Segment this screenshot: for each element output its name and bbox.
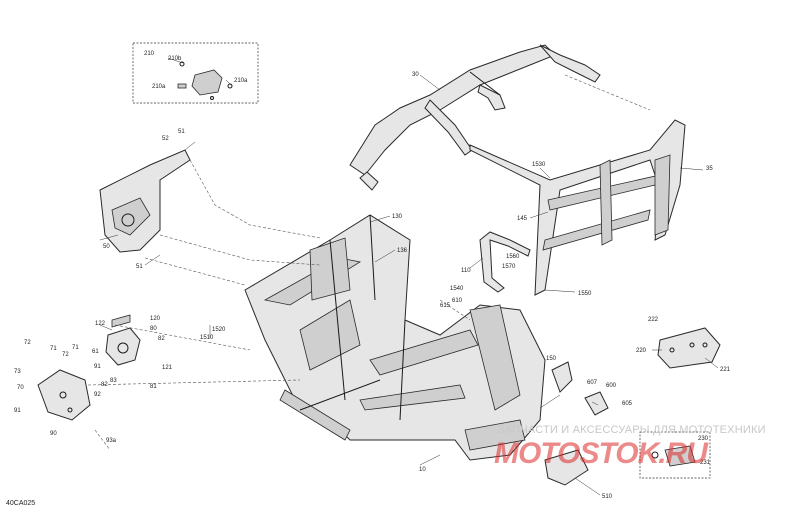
- watermark-text: ЗАПЧАСТИ И АКСЕССУАРЫ ДЛЯ МОТОТЕХНИКИ: [498, 424, 766, 436]
- main-frame-10: [244, 214, 546, 461]
- callout: 72: [24, 340, 31, 346]
- rear-cage-35: [469, 119, 686, 296]
- callout: 1570: [502, 264, 516, 270]
- callout: 93a: [106, 438, 117, 444]
- front-bracket-50: [99, 141, 196, 253]
- callout: 1510: [200, 335, 214, 341]
- callout: 1520: [212, 327, 226, 333]
- callout: 92: [94, 392, 101, 398]
- callout: 605: [622, 401, 633, 407]
- callout: 615: [440, 303, 451, 309]
- assembly-lines: [87, 74, 651, 451]
- callout: 1540: [450, 286, 464, 292]
- plate-220: [657, 327, 721, 369]
- callout: 210a: [234, 78, 248, 84]
- callout: 70: [17, 385, 24, 391]
- callout: 120: [150, 316, 161, 322]
- callout: 73: [14, 369, 21, 375]
- inset-230: [639, 431, 711, 479]
- callout: 35: [706, 166, 713, 172]
- callout: 51: [178, 129, 185, 135]
- callout: 50: [103, 244, 110, 250]
- callout: 30: [412, 72, 419, 78]
- callout: 220: [636, 348, 647, 354]
- bracket-600: [584, 391, 609, 416]
- callout: 610: [452, 298, 463, 304]
- callout: 10: [419, 467, 426, 473]
- callout: 81: [150, 384, 157, 390]
- callout: 510: [602, 494, 613, 500]
- callout: 210: [144, 51, 155, 57]
- callout: 1550: [578, 291, 592, 297]
- callout: 90: [50, 431, 57, 437]
- brace-110: [479, 231, 531, 293]
- bracket-150: [551, 361, 573, 393]
- callout: 82: [158, 336, 165, 342]
- inset-210: [132, 42, 259, 104]
- bracket-80: [105, 314, 141, 366]
- callout: 91: [14, 408, 21, 414]
- callout: 145: [517, 216, 528, 222]
- callout: 72: [62, 352, 69, 358]
- watermark-logo: MOTOSTOK.RU: [494, 437, 708, 470]
- callout: 210a: [152, 84, 166, 90]
- callout: 150: [546, 356, 557, 362]
- callout: 607: [587, 380, 598, 386]
- callout: 130: [392, 214, 403, 220]
- callout: 230: [698, 436, 709, 442]
- roll-cage-30: [349, 44, 601, 191]
- callout: 110: [461, 268, 471, 274]
- callout-labels: 210 210b 210a 210a 30 35 1530 145 52 51 …: [14, 51, 731, 500]
- leader-lines: [99, 74, 719, 496]
- callout: 122: [95, 321, 106, 327]
- bracket-70: [37, 369, 91, 421]
- callout: 52: [162, 136, 169, 142]
- callout: 61: [92, 349, 99, 355]
- callout: 80: [150, 326, 157, 332]
- callout: 71: [50, 346, 57, 352]
- callout: 221: [720, 367, 731, 373]
- callout: 121: [162, 365, 173, 371]
- callout: 83: [110, 378, 117, 384]
- callout: 222: [648, 317, 659, 323]
- callout: 1530: [532, 162, 546, 168]
- callout: 91: [94, 364, 101, 370]
- callout: 210b: [168, 56, 182, 62]
- figure-code: 40CA025: [6, 500, 36, 507]
- callout: 51: [136, 264, 143, 270]
- callout: 136: [397, 248, 408, 254]
- callout: 231: [700, 460, 711, 466]
- bracket-510: [544, 449, 589, 486]
- callout: 71: [72, 345, 79, 351]
- callout: 82: [101, 382, 108, 388]
- callout: 1560: [506, 254, 520, 260]
- callout: 600: [606, 383, 617, 389]
